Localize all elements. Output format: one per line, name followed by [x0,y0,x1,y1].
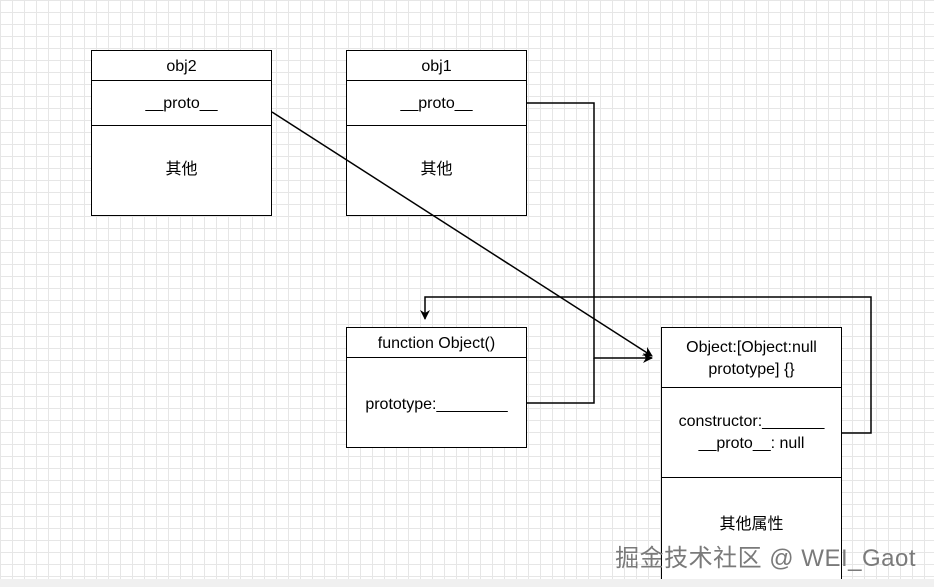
obj1-other-field: 其他 [420,160,453,178]
obj2-box[interactable]: obj2 __proto__ 其他 [91,50,272,216]
obj2-title: obj2 [166,57,197,75]
obj1-proto-field: __proto__ [400,94,473,112]
object-prototype-constructor-field: constructor:_______ [678,413,825,430]
obj1-divider-2 [347,125,526,126]
obj1-box[interactable]: obj1 __proto__ 其他 [346,50,527,216]
object-prototype-divider-1 [662,387,841,388]
object-prototype-other-field: 其他属性 [719,515,784,533]
object-prototype-title-line2: prototype] {} [708,361,795,378]
object-function-prototype-field: prototype:________ [365,395,508,413]
object-prototype-divider-2 [662,477,841,478]
object-prototype-proto-field: __proto__: null [698,435,805,452]
horizontal-scrollbar[interactable] [0,579,934,587]
object-function-box[interactable]: function Object() prototype:________ [346,327,527,448]
obj1-proto-arrow [527,102,653,363]
obj2-divider-2 [92,125,271,126]
object-prototype-title-line1: Object:[Object:null [686,339,817,356]
obj1-title: obj1 [421,57,452,75]
object-function-divider [347,357,526,358]
watermark-text: 掘金技术社区 @ WEI_Gaot [615,545,916,572]
obj2-other-field: 其他 [165,160,198,178]
obj2-proto-field: __proto__ [145,94,218,112]
object-function-title: function Object() [377,334,496,352]
prototype-link-line [527,358,595,404]
obj2-divider-1 [92,80,271,81]
obj1-divider-1 [347,80,526,81]
